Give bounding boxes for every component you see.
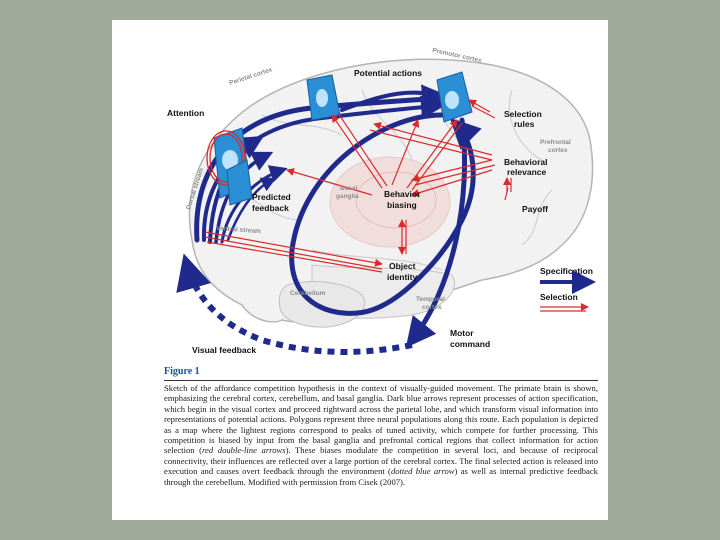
behavioral-relevance-label-2: relevance <box>507 167 546 177</box>
brain-diagram: Parietal cortex Premotor cortex Prefront… <box>167 47 596 355</box>
population-premotor <box>436 71 473 123</box>
payoff-label: Payoff <box>522 204 548 214</box>
figure-caption: Sketch of the affordance competition hyp… <box>164 383 598 487</box>
basal-ganglia-label: Basal <box>340 185 358 192</box>
legend: Specification Selection <box>540 266 596 312</box>
basal-ganglia-label-2: ganglia <box>336 193 359 200</box>
legend-selection-arrow <box>540 303 589 312</box>
legend-selection-label: Selection <box>540 292 578 302</box>
caption-emphasis-2: dotted blue arrow <box>390 466 455 477</box>
sulcus-lines <box>231 79 553 271</box>
motor-command-label: Motor <box>450 328 474 338</box>
motor-command-label-2: command <box>450 339 490 349</box>
cerebellum-shape <box>278 281 365 328</box>
behavior-biasing-label-2: biasing <box>387 200 417 210</box>
behavioral-relevance-label: Behavioral <box>504 157 547 167</box>
ventral-stream-label: Ventral stream <box>216 225 261 235</box>
caption-emphasis-1: red double-line arrows <box>202 445 286 456</box>
selection-rules-label: Selection <box>504 109 542 119</box>
object-identity-label-2: identity <box>387 272 417 282</box>
behavior-biasing-label: Behavior <box>384 189 421 199</box>
parietal-cortex-label: Parietal cortex <box>228 66 273 87</box>
temporal-cortex-label-2: cortex <box>422 304 442 311</box>
caption-text-2: ). These biases modulate the competition… <box>164 445 598 477</box>
prefrontal-cortex-label: Prefrontal <box>540 139 571 146</box>
cerebellum-label: Cerebellum <box>290 290 326 297</box>
attention-label: Attention <box>167 108 204 118</box>
selection-rules-label-2: rules <box>514 119 535 129</box>
temporal-cortex-label: Temporal <box>416 296 445 303</box>
visual-feedback-label: Visual feedback <box>192 345 256 355</box>
legend-specification-label: Specification <box>540 266 593 276</box>
figure-title: Figure 1 <box>164 366 200 377</box>
selection-arrows <box>204 99 512 273</box>
prefrontal-cortex-label-2: cortex <box>548 147 568 154</box>
caption-text-3: ) as well as internal predictive feedbac… <box>164 466 598 487</box>
figure-title-rule <box>164 380 598 381</box>
object-identity-label: Object <box>389 261 416 271</box>
visual-feedback-arrow <box>176 253 413 355</box>
caption-text-1: Sketch of the affordance competition hyp… <box>164 383 598 456</box>
population-predicted <box>226 159 253 206</box>
figure-panel: Parietal cortex Premotor cortex Prefront… <box>112 20 608 520</box>
predicted-feedback-label-2: feedback <box>252 203 289 213</box>
potential-actions-label: Potential actions <box>354 68 422 78</box>
predicted-feedback-label: Predicted <box>252 192 291 202</box>
